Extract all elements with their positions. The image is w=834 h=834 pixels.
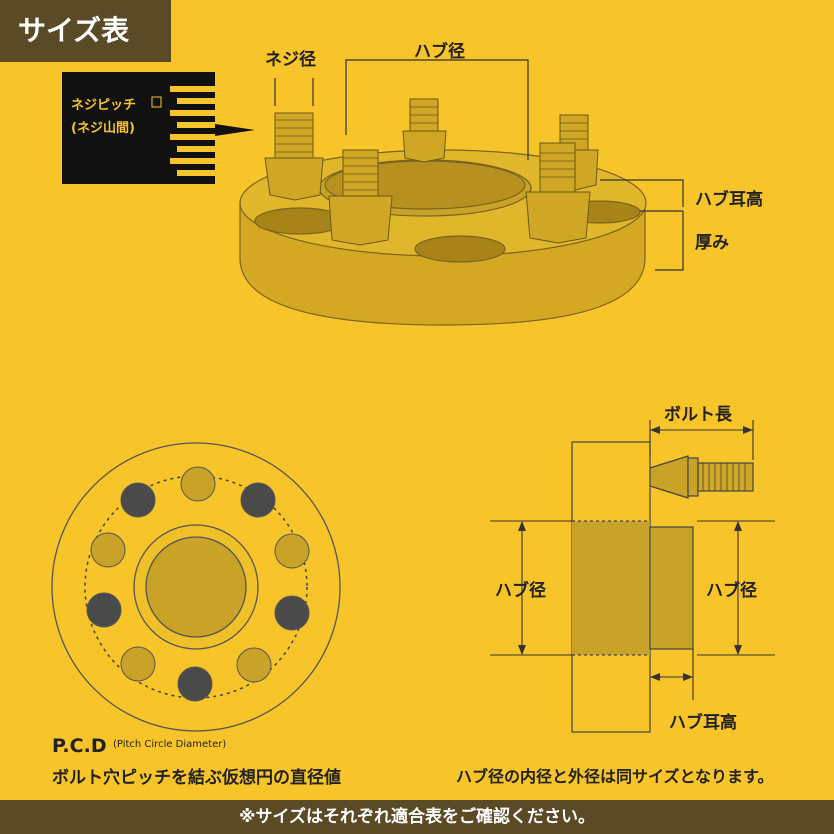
- bolt-length-label: ボルト長: [664, 405, 732, 425]
- pcd-title-sub: (Pitch Circle Diameter): [113, 739, 227, 750]
- hub-size-note: ハブ径の内径と外径は同サイズとなります。: [456, 767, 774, 786]
- side-view: [571, 441, 754, 733]
- hub-flange-height-label-top: ハブ耳高: [695, 190, 763, 210]
- thread-diameter-label: ネジ径: [265, 50, 316, 70]
- thread-teeth-icon: [151, 86, 215, 176]
- pcd-description: ボルト穴ピッチを結ぶ仮想円の直径値: [52, 768, 341, 788]
- size-chart-badge: サイズ表: [0, 0, 171, 62]
- pcd-holes: [86, 466, 310, 702]
- thickness-label: 厚み: [695, 233, 729, 253]
- pitch-pointer: [215, 124, 255, 136]
- stud-1: [264, 112, 324, 201]
- stud-2: [402, 98, 447, 163]
- thread-pitch-label: ネジピッチ: [71, 98, 137, 113]
- hub-diameter-left-label: ハブ径: [495, 581, 546, 601]
- thread-pitch-sub: (ネジ山間): [71, 121, 135, 136]
- arrowheads: [518, 426, 753, 681]
- side-dimension-lines: [490, 420, 775, 700]
- footer-note: ※サイズはそれぞれ適合表をご確認ください。: [0, 800, 834, 834]
- hub-flange-height-label-side: ハブ耳高: [669, 713, 737, 733]
- top-dimension-lines: [274, 59, 684, 271]
- stud-5: [525, 142, 591, 244]
- pcd-title: P.C.D: [52, 735, 107, 757]
- thread-pitch-callout: ネジピッチ (ネジ山間): [62, 72, 215, 184]
- hub-diameter-label-top: ハブ径: [414, 42, 465, 62]
- hub-diameter-right-label: ハブ径: [706, 581, 757, 601]
